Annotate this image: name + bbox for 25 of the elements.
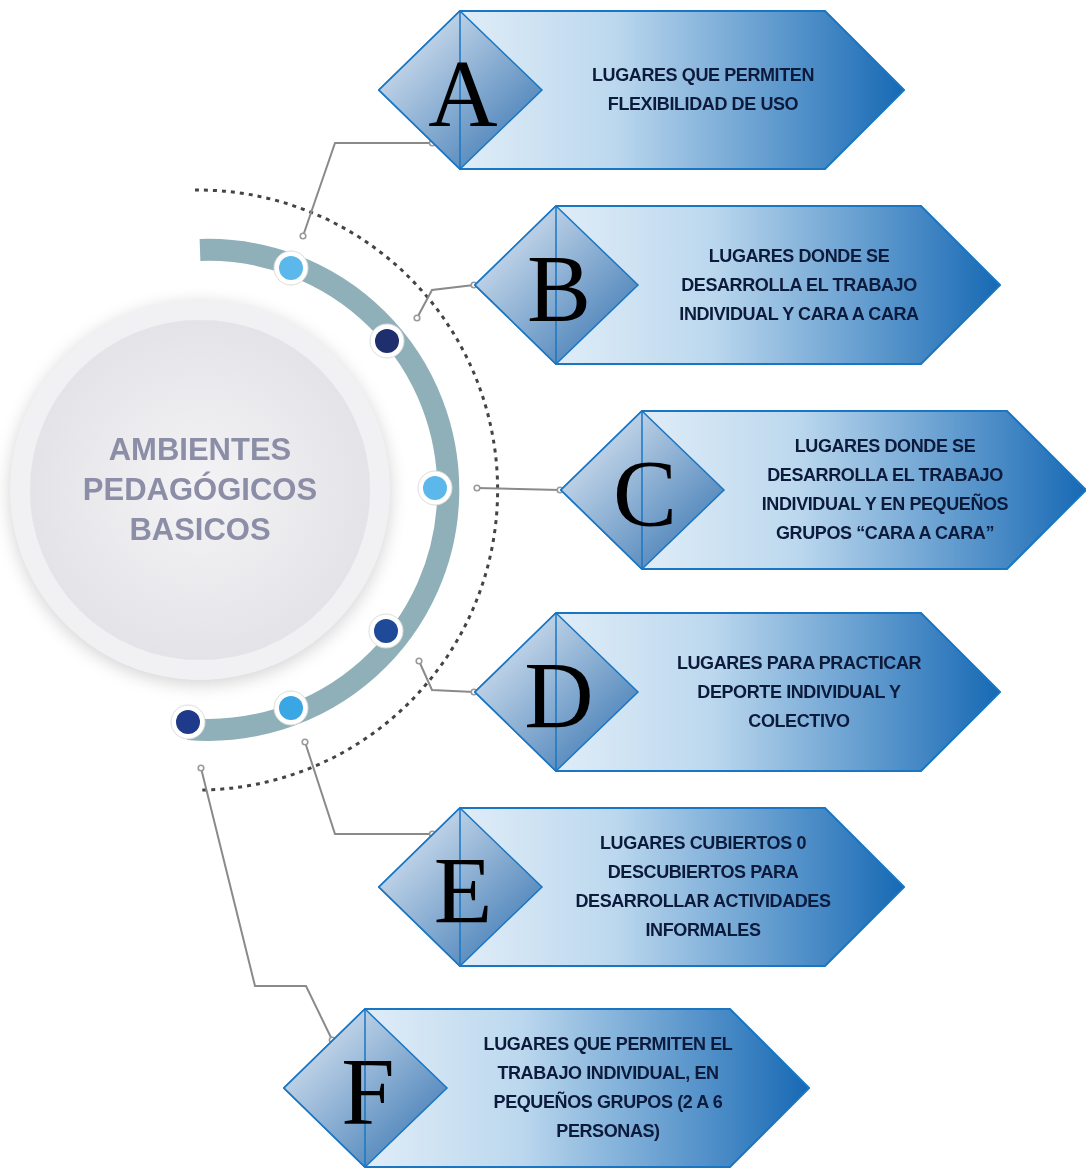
hexagon-banner [560,410,1086,570]
leader-line [299,139,436,240]
banner-text: LUGARES DONDE SE DESARROLLA EL TRABAJO INDIVIDUAL Y CARA A CARA [678,244,920,326]
banner-text: LUGARES QUE PERMITEN FLEXIBILIDAD DE USO [591,64,815,116]
letter-label: A [427,46,499,142]
banner-text: LUGARES CUBIERTOS 0 DESCUBIERTOS PARA DESARROLLAR ACTIVIDADES INFORMALES [574,832,832,942]
letter-label: D [523,648,595,744]
hexagon-banner [474,205,1001,365]
banner-text: LUGARES QUE PERMITEN EL TRABAJO INDIVIDUAL, EN PEQUEÑOS GRUPOS (2 A 6 PERSONAS) [482,1033,734,1143]
letter-label: C [612,446,678,542]
center-title: AMBIENTES PEDAGÓGICOS BASICOS [81,430,319,550]
hexagon-banner [378,10,905,170]
leader-line [301,738,436,838]
hexagon-banner [283,1008,810,1168]
leader-line [197,764,336,1044]
hexagon-banner [474,612,1001,772]
letter-label: F [340,1044,396,1140]
leader-line [413,281,478,322]
hexagon-banner [378,807,905,967]
leader-line [473,484,564,494]
letter-label: B [526,241,592,337]
banner-text: LUGARES DONDE SE DESARROLLA EL TRABAJO INDIVIDUAL Y EN PEQUEÑOS GRUPOS “CARA A CARA” [760,435,1010,545]
banner-text: LUGARES PARA PRACTICAR DEPORTE INDIVIDUAL Y COLECTIVO [675,651,923,733]
letter-label: E [432,843,494,939]
leader-line [415,657,478,696]
